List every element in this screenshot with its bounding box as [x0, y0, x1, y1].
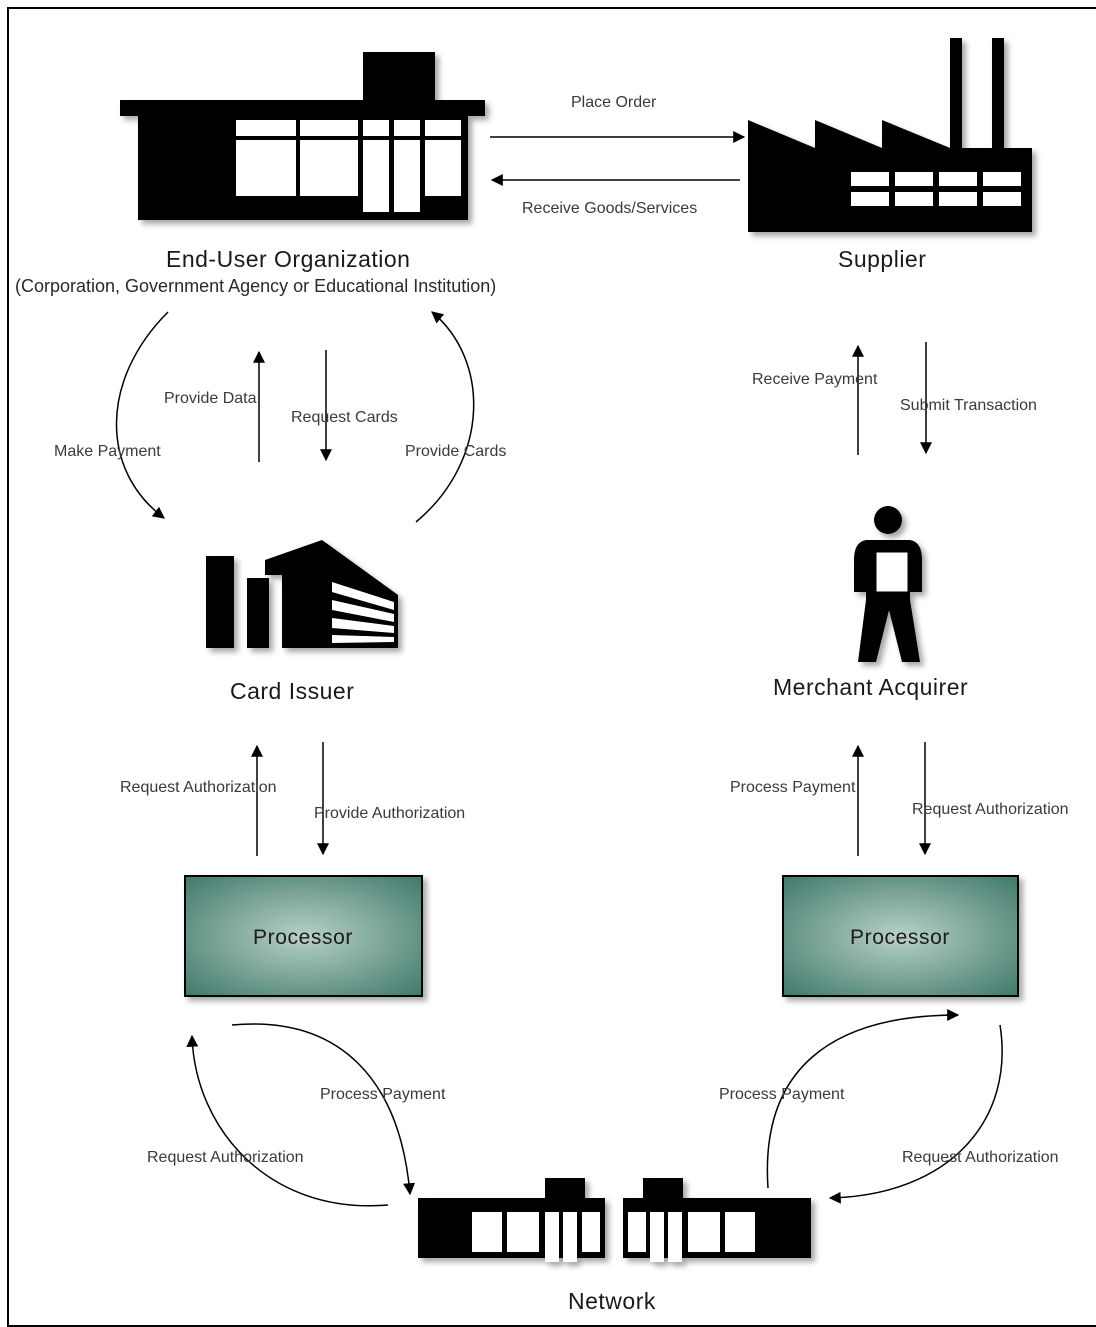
issuer-request-authorization-label: Request Authorization	[120, 779, 277, 796]
processor-left-label: Processor	[253, 926, 353, 949]
place-order-label: Place Order	[571, 94, 657, 111]
factory-icon	[748, 38, 1032, 232]
arrow-network-right-process-payment	[766, 1009, 960, 1189]
arrow-provide-cards	[415, 311, 475, 523]
merchant-acquirer-title: Merchant Acquirer	[773, 674, 969, 700]
network-left-request-authorization-label: Request Authorization	[147, 1149, 304, 1166]
end-user-subtitle: (Corporation, Government Agency or Educa…	[15, 276, 497, 296]
network-title: Network	[568, 1288, 656, 1314]
arrow-make-payment	[115, 311, 169, 519]
arrow-network-left-process-payment	[231, 1023, 416, 1196]
network-building-icon	[418, 1178, 811, 1262]
supplier-title: Supplier	[838, 246, 927, 272]
network-right-process-payment-label: Process Payment	[719, 1086, 845, 1103]
card-issuer-title: Card Issuer	[230, 678, 355, 704]
end-user-title: End-User Organization	[166, 246, 411, 272]
receive-payment-label: Receive Payment	[752, 371, 878, 388]
arrow-network-right-request-authorization	[828, 1024, 1003, 1204]
acquirer-request-authorization-label: Request Authorization	[912, 801, 1069, 818]
submit-transaction-label: Submit Transaction	[900, 397, 1037, 414]
office-building-icon	[120, 52, 485, 220]
network-left-process-payment-label: Process Payment	[320, 1086, 446, 1103]
make-payment-label: Make Payment	[54, 443, 161, 460]
bank-building-icon	[206, 540, 398, 648]
person-icon	[854, 506, 922, 662]
request-cards-label: Request Cards	[291, 409, 398, 426]
acquirer-process-payment-label: Process Payment	[730, 779, 856, 796]
processor-box-left: Processor	[184, 875, 423, 997]
processor-right-label: Processor	[850, 926, 950, 949]
provide-cards-label: Provide Cards	[405, 443, 507, 460]
network-right-request-authorization-label: Request Authorization	[902, 1149, 1059, 1166]
arrow-network-left-request-authorization	[186, 1034, 389, 1207]
issuer-provide-authorization-label: Provide Authorization	[314, 805, 466, 822]
receive-goods-label: Receive Goods/Services	[522, 200, 698, 217]
provide-data-label: Provide Data	[164, 390, 257, 407]
processor-box-right: Processor	[782, 875, 1019, 997]
